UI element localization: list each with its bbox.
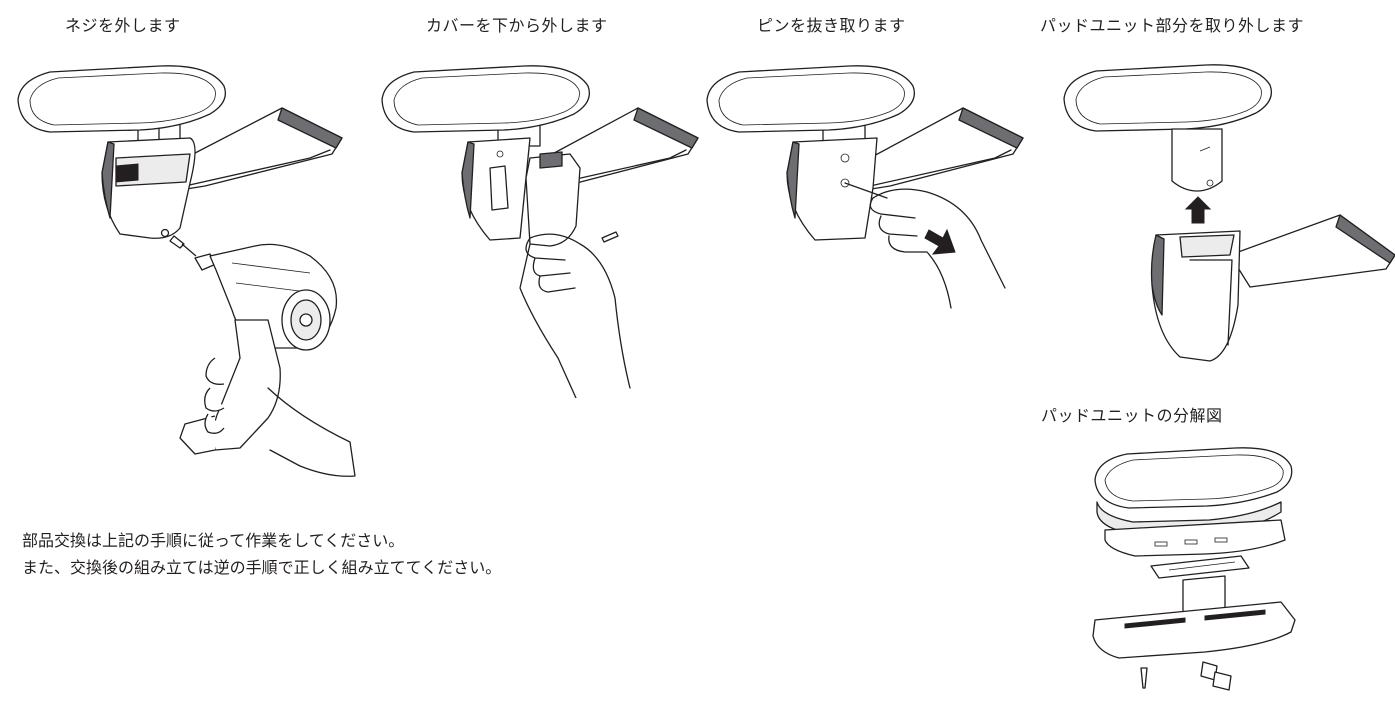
screw — [601, 231, 619, 243]
step-3-illustration — [706, 65, 1024, 309]
hand — [869, 188, 1006, 309]
step-1-caption: ネジを外します — [65, 16, 181, 35]
pin-parts — [1200, 661, 1232, 691]
pad-plate — [1104, 519, 1286, 557]
base-and-arm — [1150, 214, 1395, 362]
base-plate — [1092, 601, 1296, 659]
pin — [844, 182, 888, 199]
step-1-illustration — [17, 65, 356, 477]
hand — [519, 233, 631, 398]
instruction-line-2: また、交換後の組み立ては逆の手順で正しく組み立ててください。 — [22, 558, 502, 577]
step-3-caption: ピンを抜き取ります — [757, 16, 906, 35]
step-4-caption: パッドユニット部分を取り外します — [1040, 16, 1305, 35]
pull-direction-arrow — [924, 228, 956, 255]
armrest-assembly — [706, 65, 1024, 241]
screw — [1140, 667, 1148, 689]
screw — [169, 235, 197, 257]
exploded-view-caption: パッドユニットの分解図 — [1041, 406, 1223, 425]
exploded-view-illustration — [1092, 447, 1296, 691]
armrest-assembly — [17, 65, 343, 239]
step-2-illustration — [381, 65, 699, 398]
pad-unit — [1063, 64, 1273, 192]
instruction-line-1: 部品交換は上記の手順に従って作業をしてください。 — [22, 531, 405, 550]
pad-cushion — [1094, 447, 1293, 509]
instructions: 部品交換は上記の手順に従って作業をしてください。 また、交換後の組み立ては逆の手… — [22, 527, 501, 581]
up-arrow — [1184, 196, 1212, 224]
step-2-caption: カバーを下から外します — [426, 16, 608, 35]
cover-piece — [525, 151, 581, 247]
power-drill — [179, 243, 356, 477]
step-4-illustration — [1063, 64, 1395, 362]
